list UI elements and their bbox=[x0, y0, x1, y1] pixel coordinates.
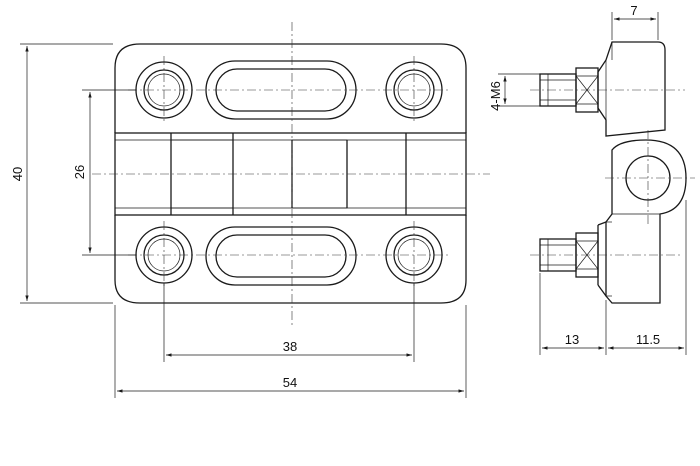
dimension-bolt-length: 13 bbox=[539, 273, 607, 355]
lower-leaf-outline bbox=[114, 215, 467, 304]
side-knuckle bbox=[605, 139, 687, 304]
dim-13-label: 13 bbox=[565, 332, 579, 347]
dimension-knuckle-length: 11.5 bbox=[608, 200, 687, 355]
front-view bbox=[92, 22, 490, 325]
dim-54-label: 54 bbox=[283, 375, 297, 390]
dim-7-label: 7 bbox=[630, 3, 637, 18]
dimension-side-depth: 7 bbox=[611, 3, 659, 40]
thread-label: 4-M6 bbox=[488, 81, 503, 111]
dimension-overall-width: 54 bbox=[114, 305, 467, 398]
upper-leaf-outline bbox=[114, 43, 467, 133]
dim-26-label: 26 bbox=[72, 165, 87, 179]
dimension-overall-height: 40 bbox=[10, 43, 113, 304]
dim-38-label: 38 bbox=[283, 339, 297, 354]
dimension-hole-vertical: 26 bbox=[72, 89, 136, 256]
dim-40-label: 40 bbox=[10, 167, 25, 181]
side-view bbox=[530, 41, 695, 304]
dim-11-5-label: 11.5 bbox=[636, 332, 660, 347]
slot-bottom bbox=[205, 226, 357, 286]
dimension-thread: 4-M6 bbox=[488, 73, 540, 111]
side-upper-leaf bbox=[597, 41, 666, 137]
dimension-hole-spacing: 38 bbox=[163, 283, 415, 362]
